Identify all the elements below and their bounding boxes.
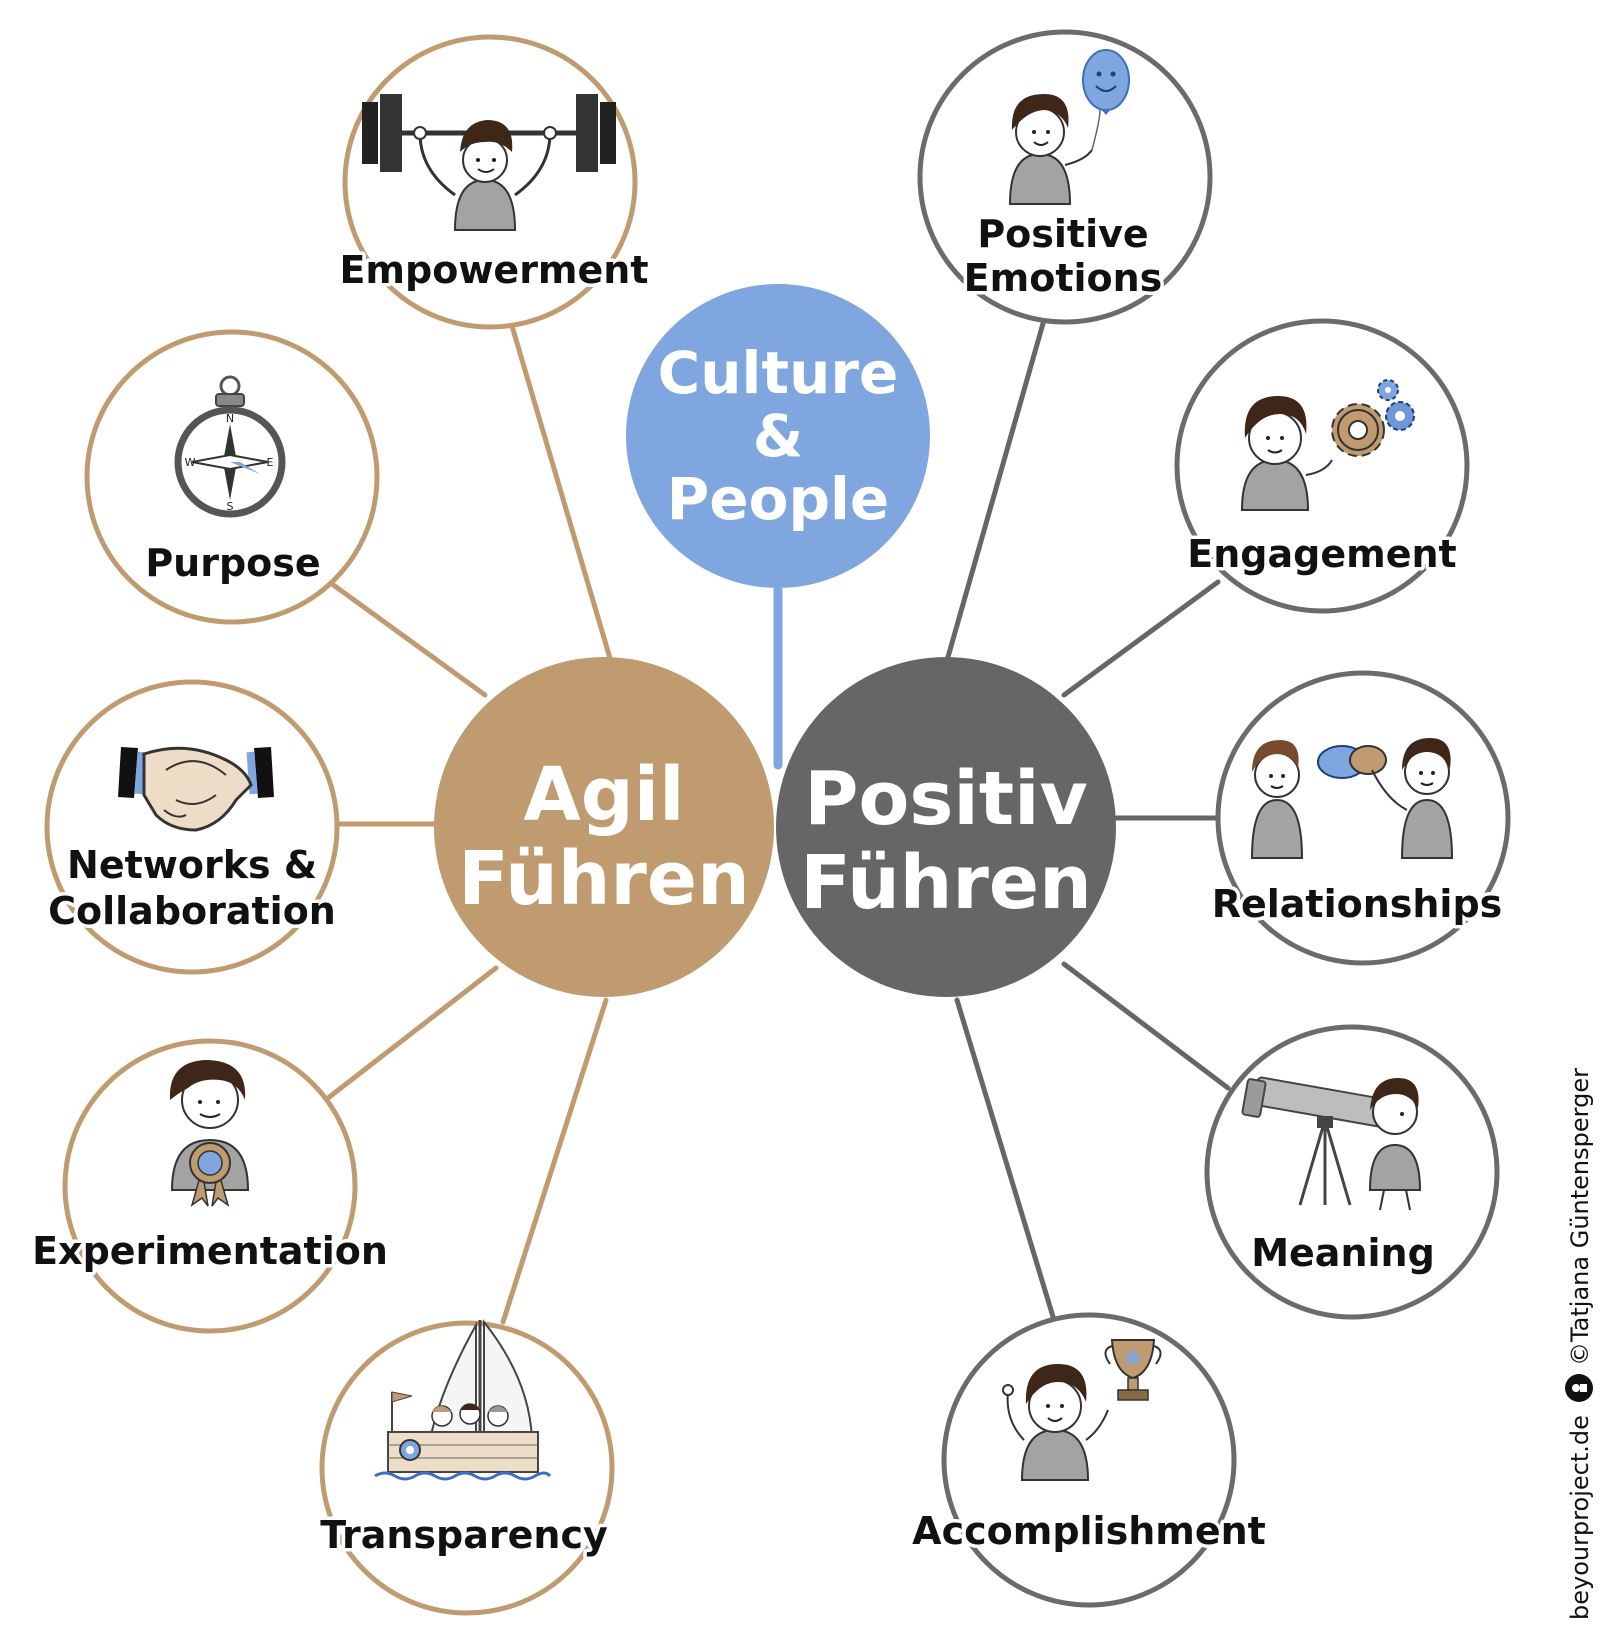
compass-letter-n: N — [226, 412, 234, 425]
culture-hub-line-2: & — [753, 402, 804, 470]
label-positive-emotions-line-1: Positive — [977, 212, 1148, 256]
connector-meaning — [1061, 961, 1231, 1091]
credit-website: beyourproject.de — [1566, 1415, 1594, 1620]
connector-positive-emotions — [943, 317, 1047, 667]
label-networks-line-2: Collaboration — [48, 889, 336, 933]
label-experimentation: Experimentation — [32, 1229, 388, 1273]
telescope-icon — [1241, 1076, 1422, 1211]
connector-experimentation — [325, 965, 499, 1101]
balloon-icon — [1008, 49, 1130, 205]
gears-icon — [1240, 379, 1415, 511]
label-purpose: Purpose — [145, 541, 320, 585]
node-ring-accomplishment — [941, 1312, 1237, 1608]
compass-letter-e: E — [267, 456, 274, 469]
culture-people-hub — [626, 284, 930, 588]
connector-accomplishment — [954, 997, 1057, 1323]
connector-engagement — [1061, 579, 1221, 698]
connector-empowerment — [509, 323, 615, 668]
trophy-icon — [1002, 1339, 1162, 1481]
agil-hub-line-1: Agil — [524, 752, 685, 838]
culture-hub-line-3: People — [667, 465, 889, 533]
label-engagement: Engagement — [1187, 532, 1456, 576]
compass-letter-w: W — [185, 456, 196, 469]
handshake-icon — [118, 746, 274, 832]
compass-letter-s: S — [227, 500, 234, 513]
compass-icon: N E S W — [174, 375, 286, 518]
label-relationships: Relationships — [1212, 882, 1503, 926]
two-people-handshake-icon — [1250, 738, 1454, 859]
connector-lines — [325, 317, 1231, 1325]
credit-author: ©Tatjana Güntensperger — [1566, 1068, 1594, 1366]
positiv-hub-line-2: Führen — [800, 840, 1092, 926]
weightlifter-icon — [362, 94, 616, 231]
positiv-hub-line-1: Positiv — [804, 756, 1087, 842]
sailboat-icon — [374, 1319, 552, 1481]
award-rosette-icon — [169, 1060, 250, 1207]
label-meaning: Meaning — [1251, 1231, 1435, 1275]
label-positive-emotions-line-2: Emotions — [964, 256, 1163, 300]
label-networks-line-1: Networks & — [67, 843, 317, 887]
agil-hub-line-2: Führen — [458, 836, 750, 922]
connector-transparency — [500, 997, 609, 1325]
label-accomplishment: Accomplishment — [912, 1509, 1266, 1553]
positiv-fuehren-hub — [776, 657, 1116, 997]
credit-block: beyourproject.de ©Tatjana Güntensperger — [1565, 1068, 1594, 1620]
label-transparency: Transparency — [320, 1513, 608, 1557]
culture-hub-line-1: Culture — [658, 339, 899, 407]
agil-fuehren-hub — [434, 657, 774, 997]
label-empowerment: Empowerment — [339, 248, 648, 292]
connector-purpose — [329, 581, 488, 698]
